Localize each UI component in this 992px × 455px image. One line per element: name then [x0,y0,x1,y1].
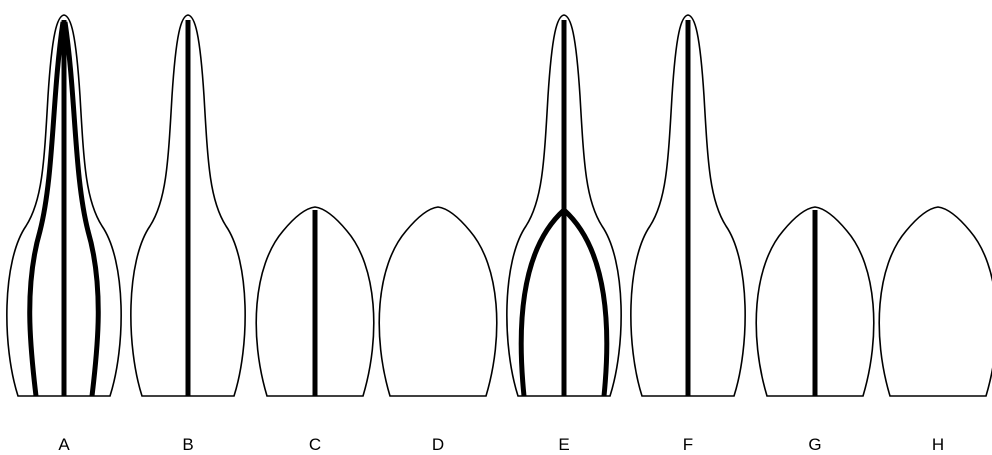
figure-label-a: A [49,436,79,454]
figure-label-f: F [673,436,703,454]
figure-label-h: H [923,436,953,454]
figure-label-g: G [800,436,830,454]
leaf-outline-h [879,207,992,396]
figure-label-e: E [549,436,579,454]
figure-label-b: B [173,436,203,454]
leaf-outline-d [379,207,497,396]
figure-label-d: D [423,436,453,454]
figure-label-c: C [300,436,330,454]
